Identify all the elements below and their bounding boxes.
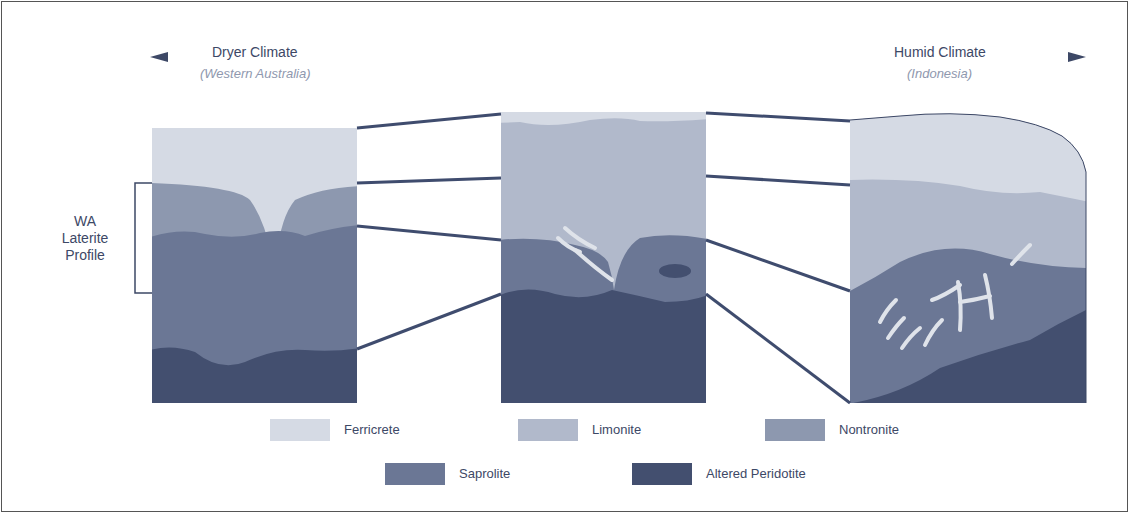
legend-text: Limonite: [592, 422, 641, 438]
column-3-outline: [850, 114, 1086, 403]
legend-text: Ferricrete: [344, 422, 400, 438]
legend-swatch: [270, 419, 330, 441]
arrow-left: [150, 52, 168, 62]
profile-column-2: [501, 112, 706, 403]
arrow-right: [1068, 52, 1086, 62]
legend-text: Altered Peridotite: [706, 466, 806, 482]
legend-text: Saprolite: [459, 466, 510, 482]
wa-bracket: [135, 183, 152, 293]
legend-swatch: [385, 463, 445, 485]
region-caption: (Indonesia): [907, 66, 972, 82]
climate-heading: Humid Climate: [894, 44, 986, 61]
legend-text: Nontronite: [839, 422, 899, 438]
correlation-lines: [357, 113, 850, 403]
climate-heading: Dryer Climate: [212, 44, 298, 61]
legend-swatch: [765, 419, 825, 441]
legend-swatch: [632, 463, 692, 485]
region-caption: (Western Australia): [200, 66, 311, 82]
legend-swatch: [518, 419, 578, 441]
profile-column-3: [848, 108, 1090, 408]
profile-label: WA Laterite Profile: [53, 213, 117, 263]
profile-column-1: [152, 128, 357, 403]
